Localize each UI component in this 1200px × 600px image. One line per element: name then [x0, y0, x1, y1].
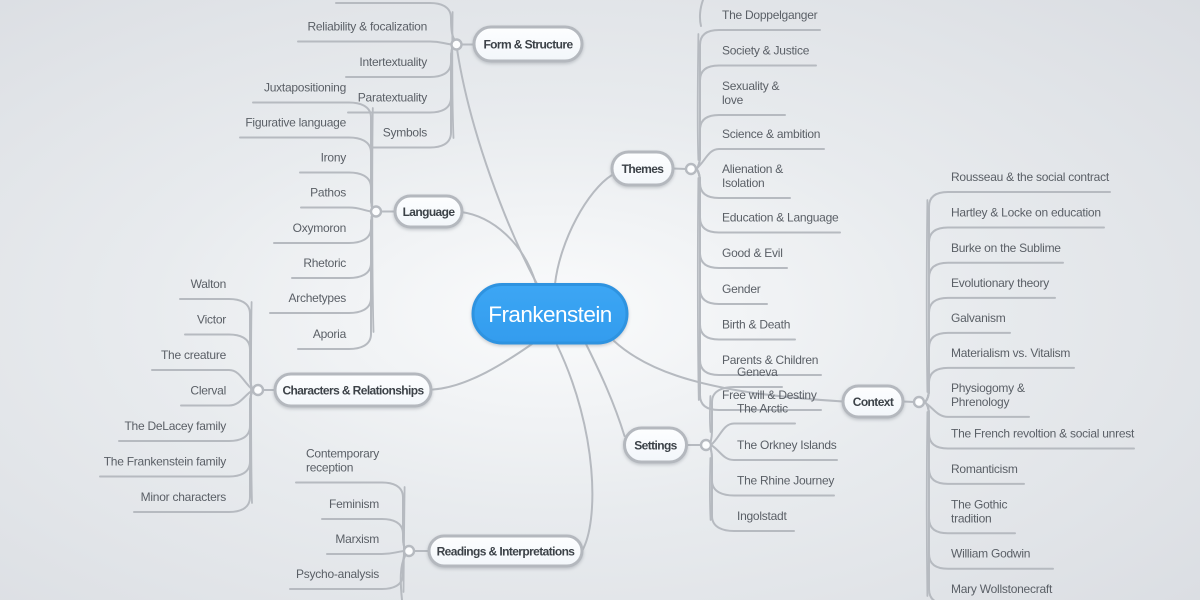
svg-text:Figurative language: Figurative language [245, 116, 346, 130]
svg-text:Readings & Interpretations: Readings & Interpretations [437, 545, 576, 559]
svg-text:Burke on the Sublime: Burke on the Sublime [951, 241, 1061, 255]
svg-text:Rhetoric: Rhetoric [303, 256, 346, 270]
svg-text:Context: Context [853, 395, 894, 409]
svg-text:Settings: Settings [634, 439, 677, 453]
svg-text:Materialism vs. Vitalism: Materialism vs. Vitalism [951, 346, 1070, 360]
svg-text:Psycho-analysis: Psycho-analysis [296, 567, 379, 581]
svg-text:The Rhine Journey: The Rhine Journey [737, 474, 834, 488]
svg-text:Good & Evil: Good & Evil [722, 246, 783, 260]
svg-text:Frankenstein: Frankenstein [488, 302, 612, 327]
svg-text:Sexuality &: Sexuality & [722, 79, 780, 93]
svg-text:The Gothic: The Gothic [951, 497, 1007, 511]
svg-text:Reliability & focalization: Reliability & focalization [307, 20, 427, 34]
svg-text:Language: Language [403, 205, 456, 219]
svg-text:love: love [722, 93, 744, 107]
svg-text:The Doppelganger: The Doppelganger [722, 8, 818, 22]
svg-text:William Godwin: William Godwin [951, 547, 1030, 561]
svg-text:Aporia: Aporia [313, 327, 347, 341]
svg-text:Symbols: Symbols [383, 126, 428, 140]
svg-text:Intertextuality: Intertextuality [359, 55, 427, 69]
svg-text:Characters & Relationships: Characters & Relationships [282, 384, 424, 398]
svg-text:The Frankenstein family: The Frankenstein family [104, 455, 227, 469]
svg-text:Themes: Themes [622, 162, 665, 176]
svg-text:Clerval: Clerval [190, 384, 226, 398]
svg-text:reception: reception [306, 461, 353, 475]
svg-text:Romanticism: Romanticism [951, 462, 1018, 476]
svg-text:Phrenology: Phrenology [951, 395, 1009, 409]
svg-text:The French revoltion & social: The French revoltion & social unrest [951, 427, 1135, 441]
svg-text:Ingolstadt: Ingolstadt [737, 509, 787, 523]
svg-text:Paratextuality: Paratextuality [358, 91, 427, 105]
svg-text:The Orkney Islands: The Orkney Islands [737, 438, 837, 452]
svg-text:Contemporary: Contemporary [306, 447, 379, 461]
svg-text:Victor: Victor [197, 313, 226, 327]
svg-text:Alienation &: Alienation & [722, 162, 783, 176]
svg-text:The DeLacey family: The DeLacey family [124, 419, 226, 433]
svg-text:Irony: Irony [321, 151, 347, 165]
svg-text:The creature: The creature [161, 348, 227, 362]
svg-text:Parents & Children: Parents & Children [722, 353, 818, 367]
svg-text:Free will & Destiny: Free will & Destiny [722, 388, 817, 402]
svg-text:Juxtapositioning: Juxtapositioning [264, 81, 346, 95]
svg-text:The Arctic: The Arctic [737, 402, 788, 416]
svg-text:Walton: Walton [191, 277, 226, 291]
svg-text:Galvanism: Galvanism [951, 311, 1006, 325]
svg-text:Rousseau & the social contract: Rousseau & the social contract [951, 170, 1110, 184]
svg-text:Isolation: Isolation [722, 176, 764, 190]
svg-text:Gender: Gender [722, 282, 761, 296]
svg-text:Physiogomy &: Physiogomy & [951, 381, 1025, 395]
svg-text:Geneva: Geneva [737, 365, 778, 379]
svg-text:Pathos: Pathos [310, 186, 346, 200]
svg-text:Form & Structure: Form & Structure [483, 38, 573, 52]
svg-text:tradition: tradition [951, 511, 991, 525]
svg-text:Archetypes: Archetypes [288, 291, 346, 305]
svg-text:Society & Justice: Society & Justice [722, 44, 810, 58]
svg-text:Oxymoron: Oxymoron [293, 221, 346, 235]
svg-text:Hartley & Locke on education: Hartley & Locke on education [951, 206, 1101, 220]
svg-text:Mary Wollstonecraft: Mary Wollstonecraft [951, 582, 1053, 596]
svg-text:Evolutionary theory: Evolutionary theory [951, 276, 1049, 290]
svg-text:Education & Language: Education & Language [722, 211, 839, 225]
svg-text:Birth & Death: Birth & Death [722, 318, 790, 332]
svg-text:Minor characters: Minor characters [141, 490, 227, 504]
svg-text:Feminism: Feminism [329, 497, 379, 511]
svg-text:Marxism: Marxism [335, 532, 379, 546]
svg-text:Science & ambition: Science & ambition [722, 127, 820, 141]
